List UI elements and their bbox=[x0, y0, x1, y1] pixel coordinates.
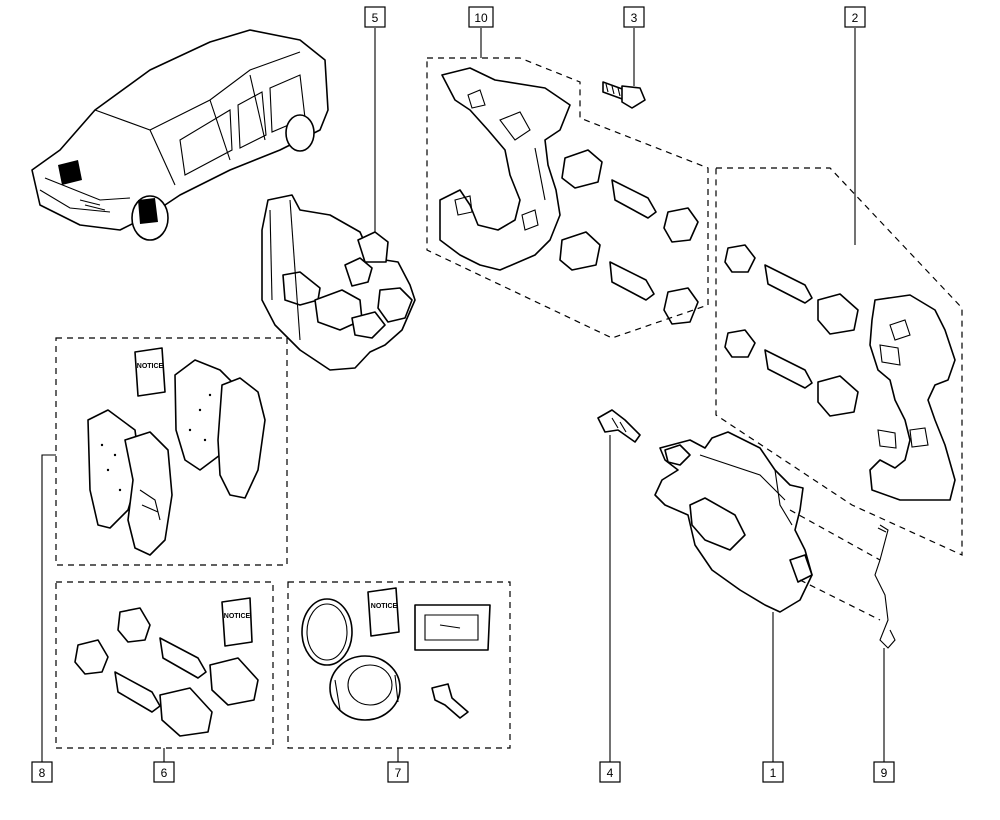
car-illustration-icon bbox=[31, 29, 329, 241]
bolt-icon bbox=[602, 81, 646, 109]
callout-label-2: 2 bbox=[852, 11, 859, 25]
bleed-screw-icon bbox=[597, 409, 641, 443]
guide-pin-10-upper bbox=[561, 149, 699, 243]
callout-7: 7 bbox=[387, 761, 409, 783]
caliper-carrier-2 bbox=[869, 294, 956, 501]
callout-5: 5 bbox=[364, 6, 386, 28]
callout-label-10: 10 bbox=[474, 11, 488, 25]
brake-pad-icon bbox=[87, 359, 266, 556]
callout-label-8: 8 bbox=[39, 766, 46, 780]
guide-pin-10-lower bbox=[559, 231, 699, 325]
callout-2: 2 bbox=[844, 6, 866, 28]
callout-label-6: 6 bbox=[161, 766, 168, 780]
notice-label-6: NOTICE bbox=[224, 613, 251, 620]
callout-label-5: 5 bbox=[372, 11, 379, 25]
callout-4: 4 bbox=[599, 761, 621, 783]
caliper-carrier-10 bbox=[439, 67, 571, 271]
callout-label-3: 3 bbox=[631, 11, 638, 25]
guide-pin-2-lower bbox=[724, 329, 859, 417]
callout-6: 6 bbox=[153, 761, 175, 783]
callout-label-4: 4 bbox=[607, 766, 614, 780]
notice-booklet-6: NOTICE bbox=[221, 597, 253, 647]
wear-sensor-wire-icon bbox=[874, 524, 896, 649]
callout-label-1: 1 bbox=[770, 766, 777, 780]
caliper-housing-5 bbox=[261, 194, 416, 371]
notice-booklet-7: NOTICE bbox=[367, 587, 400, 637]
callout-label-9: 9 bbox=[881, 766, 888, 780]
callout-label-7: 7 bbox=[395, 766, 402, 780]
grease-sachet-icon bbox=[414, 604, 491, 651]
callout-3: 3 bbox=[623, 6, 645, 28]
guide-pin-2-upper bbox=[724, 244, 859, 335]
bleed-cap-icon bbox=[431, 683, 469, 719]
notice-booklet-8: NOTICE bbox=[134, 347, 166, 397]
callout-9: 9 bbox=[873, 761, 895, 783]
notice-label-8: NOTICE bbox=[137, 363, 164, 370]
piston-seal-icon bbox=[301, 598, 401, 721]
brake-caliper-icon bbox=[654, 431, 813, 613]
callout-8: 8 bbox=[31, 761, 53, 783]
notice-label-7: NOTICE bbox=[371, 603, 398, 610]
callout-1: 1 bbox=[762, 761, 784, 783]
guide-pin-icon bbox=[74, 607, 259, 737]
callout-10: 10 bbox=[468, 6, 494, 28]
